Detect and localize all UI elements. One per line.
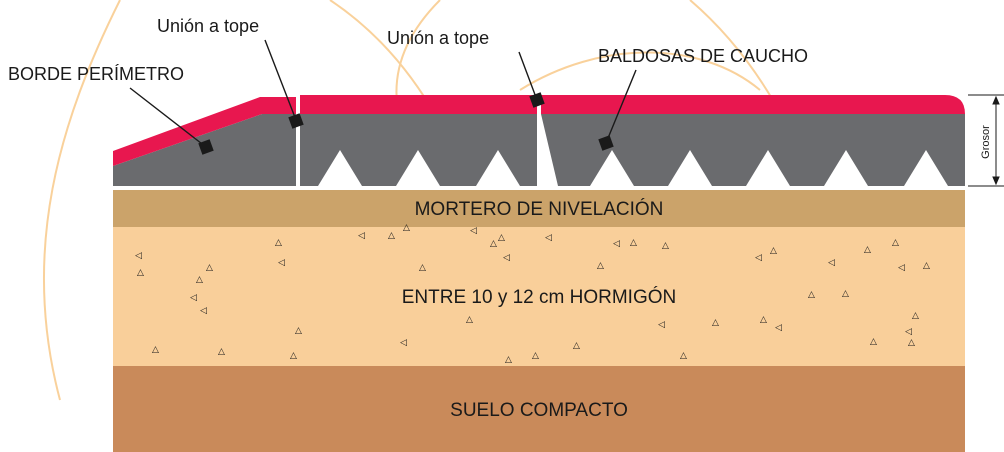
aggregate-speck: △ [419, 263, 426, 273]
aggregate-speck: △ [295, 326, 302, 336]
compacted-soil-layer [113, 366, 965, 452]
aggregate-speck: △ [206, 263, 213, 273]
aggregate-speck: ◁ [613, 239, 620, 249]
leader-butt-joint-2 [518, 51, 538, 101]
layer-label-leveling-mortar: MORTERO DE NIVELACIÓN [415, 198, 664, 220]
aggregate-speck: △ [403, 223, 410, 233]
rubber-tile-1-surface [300, 95, 537, 114]
aggregate-speck: △ [137, 268, 144, 278]
aggregate-speck: △ [842, 289, 849, 299]
marker-rubber-tiles [598, 135, 614, 151]
aggregate-speck: △ [892, 238, 899, 248]
aggregate-speck: △ [597, 261, 604, 271]
aggregate-speck: △ [912, 311, 919, 321]
callout-perimeter-edge: BORDE PERÍMETRO [8, 64, 184, 84]
aggregate-speck: △ [680, 351, 687, 361]
leveling-mortar-layer [113, 190, 965, 227]
aggregate-speck: △ [864, 245, 871, 255]
aggregate-speck: ◁ [905, 327, 912, 337]
aggregate-speck: ◁ [545, 233, 552, 243]
aggregate-speck: △ [490, 239, 497, 249]
aggregate-speck: △ [466, 315, 473, 325]
leader-rubber-tiles [605, 69, 637, 144]
aggregate-speck: ◁ [755, 253, 762, 263]
aggregate-speck: △ [760, 315, 767, 325]
marker-butt-joint-1 [288, 113, 304, 129]
leader-butt-joint-1 [264, 39, 297, 121]
aggregate-speck: △ [870, 337, 877, 347]
aggregate-speck: △ [196, 275, 203, 285]
marker-perimeter-edge [198, 139, 214, 155]
aggregate-speck: ◁ [828, 258, 835, 268]
callout-markers [198, 92, 614, 155]
aggregate-speck: ◁ [400, 338, 407, 348]
rubber-tile-1 [300, 114, 537, 186]
aggregate-speck: △ [532, 351, 539, 361]
layer-label-concrete: ENTRE 10 y 12 cm HORMIGÓN [402, 286, 677, 308]
concrete-aggregate: ◁△△◁△△◁△△◁△△◁△△◁△△◁△△◁△△◁△△◁△△◁△△◁△△◁△△◁… [135, 223, 930, 365]
aggregate-speck: ◁ [775, 323, 782, 333]
rubber-tile-2-surface [541, 95, 965, 114]
aggregate-speck: △ [662, 241, 669, 251]
callout-rubber-tiles: BALDOSAS DE CAUCHO [598, 46, 808, 66]
aggregate-speck: △ [573, 341, 580, 351]
aggregate-speck: ◁ [200, 306, 207, 316]
aggregate-speck: ◁ [658, 320, 665, 330]
aggregate-speck: ◁ [135, 251, 142, 261]
thickness-label: Grosor [980, 125, 992, 159]
aggregate-speck: △ [388, 231, 395, 241]
aggregate-speck: ◁ [470, 226, 477, 236]
marker-butt-joint-2 [529, 92, 545, 108]
callout-butt-joint-2: Unión a tope [387, 28, 489, 48]
thickness-dimension [968, 94, 1004, 187]
aggregate-speck: ◁ [190, 293, 197, 303]
aggregate-speck: △ [908, 338, 915, 348]
aggregate-speck: △ [290, 351, 297, 361]
concrete-layer [113, 227, 965, 366]
leader-perimeter-edge [129, 87, 207, 148]
callout-leaders [129, 39, 637, 148]
aggregate-speck: △ [505, 355, 512, 365]
aggregate-speck: △ [498, 233, 505, 243]
rubber-tile-2 [541, 114, 965, 186]
perimeter-edge-surface [113, 97, 296, 166]
aggregate-speck: △ [275, 238, 282, 248]
aggregate-speck: △ [218, 347, 225, 357]
aggregate-speck: ◁ [358, 231, 365, 241]
aggregate-speck: △ [923, 261, 930, 271]
aggregate-speck: △ [152, 345, 159, 355]
layer-label-compacted-soil: SUELO COMPACTO [450, 400, 628, 421]
aggregate-speck: △ [630, 238, 637, 248]
callout-butt-joint-1: Unión a tope [157, 16, 259, 36]
rubber-tiles [113, 95, 965, 190]
aggregate-speck: ◁ [278, 258, 285, 268]
aggregate-speck: △ [808, 290, 815, 300]
aggregate-speck: ◁ [503, 253, 510, 263]
tile-base-line [113, 186, 965, 190]
aggregate-speck: △ [712, 318, 719, 328]
aggregate-speck: △ [770, 246, 777, 256]
aggregate-speck: ◁ [898, 263, 905, 273]
